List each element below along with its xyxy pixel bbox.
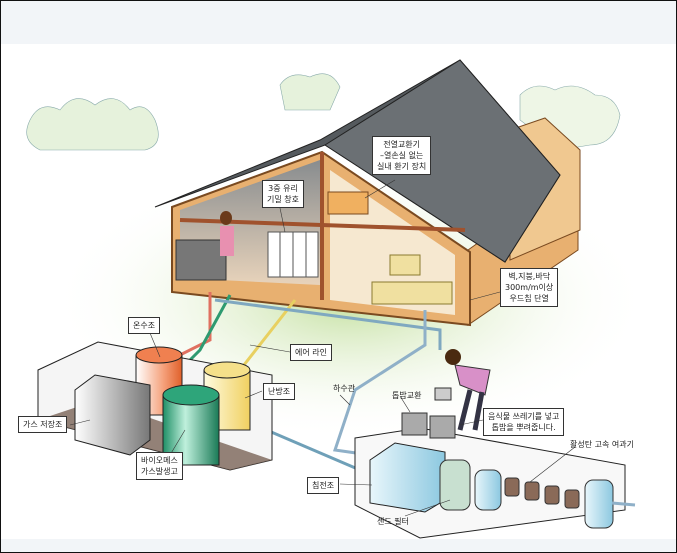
label-settling-tank: 침전조 [307,477,340,494]
label-triple-glazing: 3중 유리 기밀 창호 [262,180,304,208]
label-carbon-filter: 활성탄 고속 여과기 [570,440,634,449]
label-heating-tank: 난방조 [263,383,296,400]
trees-left [26,98,159,151]
sawdust-bin-1 [401,412,428,436]
label-biomass-generator: 바이오메스 가스발생고 [136,452,183,480]
bathtub [371,281,453,305]
label-hot-water-tank: 온수조 [128,317,161,334]
label-line: 전열교환기 [383,140,421,149]
gas-storage-tank [74,374,151,456]
label-heat-exchanger: 전열교환기 –열손실 없는 실내 환기 장치 [372,136,432,175]
label-sewer-pipe: 하수관 [333,384,356,393]
roof-right-slope [324,59,561,263]
label-line: –열손실 없는 [379,151,424,160]
label-line: 실내 환기 장치 [377,162,427,171]
label-sand-filter: 센드 필터 [377,517,409,526]
label-line: 바이오메스 [141,456,178,465]
label-line: 3중 유리 [268,184,298,193]
label-air-line: 에어 라인 [290,344,332,361]
label-line: 벽,지붕,바닥 [508,272,551,281]
label-line: 우드칩 단열 [509,294,549,303]
water-cylinder [474,469,502,511]
kitchen-counter [175,239,227,281]
label-line: 음식물 쓰레기를 넣고 [488,412,560,421]
activated-carbon-filter [504,477,580,509]
person-cooking [220,211,232,225]
man-with-bucket [434,349,491,431]
label-line: 300m/m이상 [505,283,554,292]
label-sawdust-exchange: 톱밥교환 [392,391,422,400]
label-insulation: 벽,지붕,바닥 300m/m이상 우드칩 단열 [500,268,559,307]
sand-filter [439,459,471,511]
label-line: 기밀 창호 [267,195,299,204]
label-gas-storage: 가스 저장조 [18,416,68,433]
label-line: 톱밥을 뿌려줍니다. [491,423,556,432]
top-band [1,1,676,44]
bottom-band [1,539,676,552]
label-food-waste-note: 음식물 쓰레기를 넣고 톱밥을 뿌려줍니다. [483,408,565,436]
sawdust-bin-2 [429,415,456,439]
trees-center [279,73,341,111]
label-line: 가스발생고 [141,467,178,476]
heat-exchanger-unit [327,191,369,215]
